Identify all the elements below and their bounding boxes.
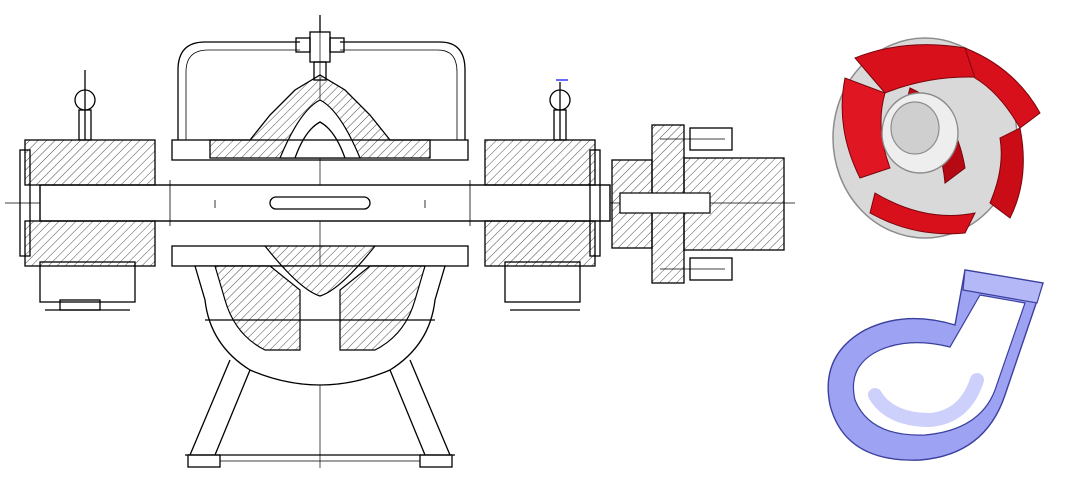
impeller-blades: [841, 44, 1041, 235]
impeller-lower-section: [264, 245, 376, 297]
pump-sectional-drawing: [5, 15, 795, 468]
volute-3d-render: [827, 269, 1044, 461]
top-vent-pipe-inner: [185, 49, 458, 140]
pump-support-base: [185, 359, 455, 468]
volute-discharge-nozzle: [962, 269, 1044, 304]
right-pressure-gauge: [549, 79, 571, 141]
top-vent-pipe: [177, 41, 466, 140]
casing-flange-upper: [171, 139, 469, 161]
left-pressure-gauge: [74, 70, 96, 141]
shaft-keyway: [269, 196, 371, 210]
impeller-eye: [890, 101, 940, 155]
lower-casing-section: [214, 265, 426, 351]
volute-inner-opening: [852, 294, 1026, 436]
left-bearing-housing: [19, 139, 156, 311]
shaft-coupling: [611, 124, 785, 284]
pump-shaft: [39, 184, 611, 222]
impeller-upper-section: [294, 121, 346, 159]
impeller-3d-render: [832, 37, 1041, 239]
volute-highlight: [868, 373, 984, 428]
right-bearing-housing: [484, 139, 601, 311]
